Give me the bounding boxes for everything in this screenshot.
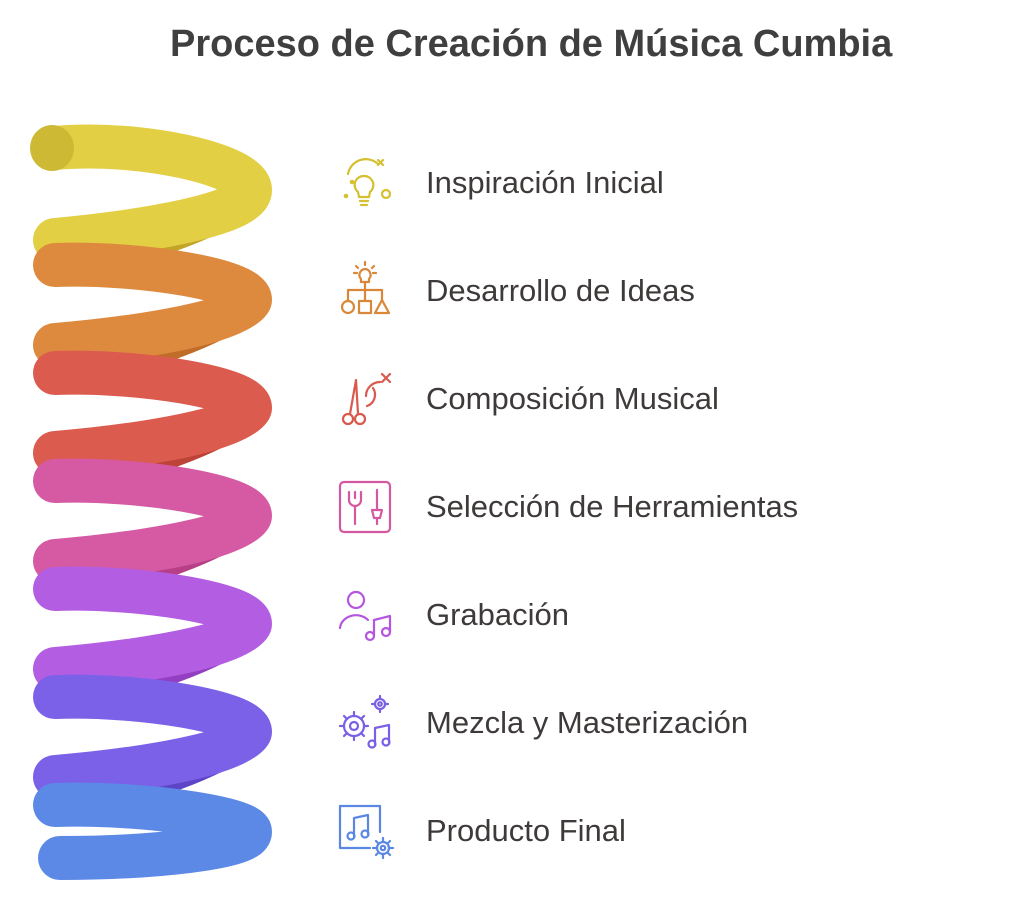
step-label: Grabación (426, 597, 570, 632)
music-file-icon (330, 796, 400, 866)
step-producto-final: Producto Final (330, 796, 626, 866)
step-label: Producto Final (426, 813, 626, 848)
lightbulb-icon (330, 148, 400, 218)
step-label: Inspiración Inicial (426, 165, 664, 200)
step-mezcla: Mezcla y Masterización (330, 688, 748, 758)
step-label: Selección de Herramientas (426, 489, 799, 524)
spiral-coil (30, 124, 273, 880)
step-seleccion: Selección de Herramientas (330, 472, 798, 542)
coil-front-bands (30, 124, 273, 880)
step-label: Desarrollo de Ideas (426, 273, 695, 308)
step-label: Mezcla y Masterización (426, 705, 749, 740)
step-desarrollo: Desarrollo de Ideas (330, 256, 695, 326)
scissors-icon (330, 364, 400, 434)
step-label: Composición Musical (426, 381, 719, 416)
step-composicion: Composición Musical (330, 364, 719, 434)
gears-music-icon (330, 688, 400, 758)
page-title: Proceso de Creación de Música Cumbia (170, 23, 893, 65)
step-grabacion: Grabación (330, 580, 569, 650)
person-music-icon (330, 580, 400, 650)
step-inspiracion: Inspiración Inicial (330, 148, 664, 218)
tools-panel-icon (330, 472, 400, 542)
idea-hierarchy-icon (330, 256, 400, 326)
